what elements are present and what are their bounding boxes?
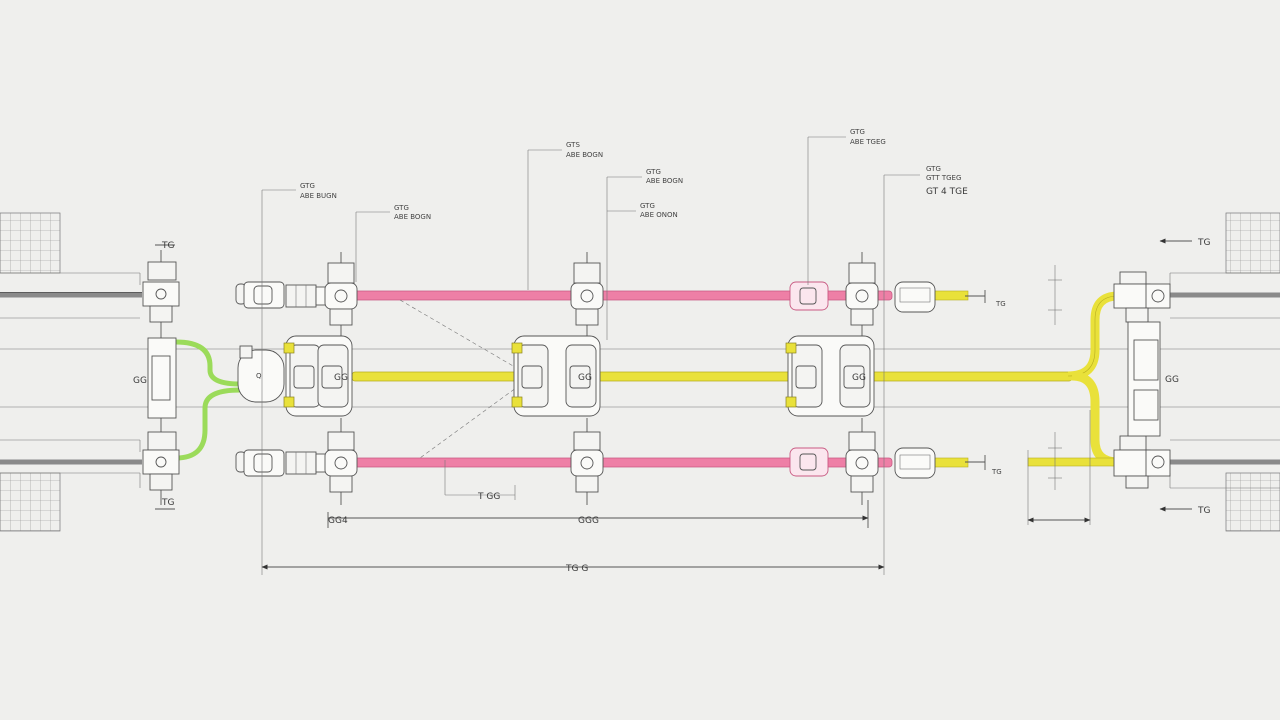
- grid-panel-left-top: [0, 212, 61, 274]
- terminal-block-left-top: [142, 250, 180, 338]
- terminal-block-right-bottom: [1113, 435, 1171, 489]
- right-mid-dim-label: GG: [1165, 375, 1179, 385]
- dim-mid-low-label: T GG: [477, 492, 500, 502]
- green-connector: [175, 339, 241, 461]
- fitting-right-bottom: TG: [894, 447, 1002, 479]
- callout-5-line2: ABE ONON: [640, 211, 678, 219]
- terminal-block-left-bottom: [142, 418, 180, 505]
- callout-6: GTG ABE TGEG: [807, 128, 886, 285]
- callout-6-line1: GTG: [850, 128, 865, 136]
- valve-stack-1: [324, 252, 358, 505]
- yellow-line-main: [351, 290, 1119, 468]
- callout-1: GTG ABE BUGN: [262, 182, 337, 200]
- callout-4-line1: GTG: [646, 168, 661, 176]
- junction-box-right: GG: [1127, 321, 1179, 437]
- switch-module-3: [785, 335, 875, 417]
- switch-module-1: [283, 335, 353, 417]
- callout-6-line2: ABE TGEG: [850, 138, 886, 146]
- fitting-right-top: TG: [894, 281, 1006, 313]
- dim-left-top-label: TG: [161, 241, 174, 251]
- grid-panel-right-top: [1225, 212, 1280, 274]
- grid-panel-left-bottom: [0, 472, 61, 532]
- callout-3-line2: ABE BOGN: [566, 151, 603, 159]
- dim-right-top-label: TG: [1197, 238, 1210, 248]
- connector-left-bottom: [235, 449, 327, 477]
- callout-2-line2: ABE BOGN: [394, 213, 431, 221]
- dashed-diagonals: [399, 299, 521, 459]
- fitting-right-top-label: TG: [995, 300, 1006, 308]
- guide-lines: [0, 272, 1280, 489]
- callout-2: GTG ABE BOGN: [355, 204, 431, 282]
- dim-total-label: TG G: [565, 564, 588, 574]
- junction-box-left: GG: [133, 337, 177, 419]
- callout-4-line2: ABE BOGN: [646, 177, 683, 185]
- callout-3: GTS ABE BOGN: [527, 141, 603, 290]
- terminal-block-right-top: [1113, 271, 1171, 323]
- callout-5: GTG ABE ONON: [607, 202, 678, 219]
- svg-text:Q: Q: [256, 372, 262, 380]
- callout-3-line1: GTS: [566, 141, 580, 149]
- unit-label-a: GG: [334, 373, 348, 383]
- callout-5-line1: GTG: [640, 202, 655, 210]
- callout-right: GTG GTT TGEG GT 4 TGE: [884, 165, 968, 197]
- dim-left-bottom-label: TG: [161, 498, 174, 508]
- coupler-top-right: [789, 281, 829, 311]
- connector-left-top: [235, 281, 327, 309]
- unit-label-c: GG: [852, 373, 866, 383]
- actuator-left-mid: Q: [237, 345, 285, 403]
- grey-rail-top: [0, 292, 1280, 298]
- fitting-right-bottom-label: TG: [991, 468, 1002, 476]
- switch-modules: [283, 252, 879, 505]
- callout-right-line2: GTT TGEG: [926, 174, 961, 182]
- dim-left-vertical: TG TG: [155, 241, 175, 510]
- callout-4: GTG ABE BOGN: [606, 168, 683, 340]
- switch-module-2: [511, 335, 601, 417]
- dim-right-vertical: TG TG: [1048, 238, 1210, 516]
- callout-1-line1: GTG: [300, 182, 315, 190]
- dim-right-bottom-label: TG: [1197, 506, 1210, 516]
- unit-labels: GG GG GG: [334, 373, 866, 383]
- callout-1-line2: ABE BUGN: [300, 192, 337, 200]
- valve-stack-2: [570, 252, 604, 505]
- dim-span-a-label: GG4: [328, 516, 348, 526]
- unit-label-b: GG: [578, 373, 592, 383]
- dim-bottom-spans: GG4 GGG TG G T GG: [261, 175, 1091, 575]
- left-mid-dim-label: GG: [133, 376, 147, 386]
- coupler-bottom-right: [789, 447, 829, 477]
- dim-span-b-label: GGG: [578, 516, 599, 526]
- grid-panel-right-bottom: [1225, 472, 1280, 532]
- valve-stack-3: [845, 252, 879, 505]
- callout-right-line3: GT 4 TGE: [926, 187, 968, 197]
- callout-right-line1: GTG: [926, 165, 941, 173]
- callout-2-line1: GTG: [394, 204, 409, 212]
